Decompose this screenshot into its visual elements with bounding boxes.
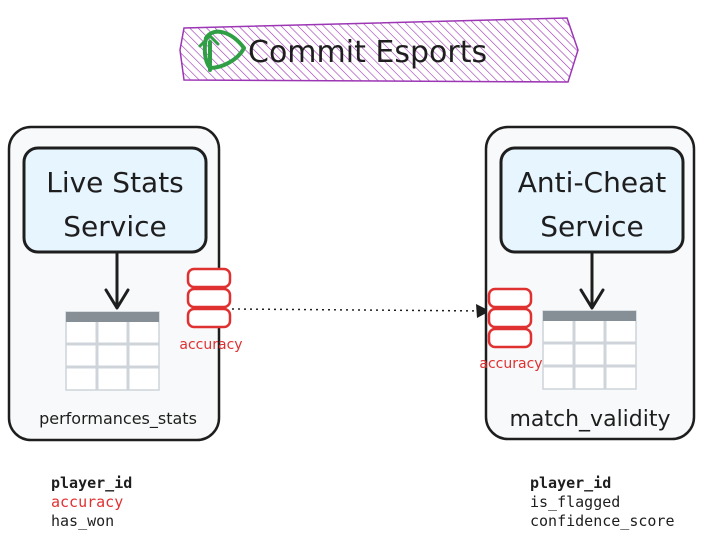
left-queue-label: accuracy (179, 337, 242, 353)
live-stats-service-box: Live Stats Service (22, 146, 208, 254)
commit-logo-icon (198, 29, 246, 72)
field-player-id: player_id (530, 474, 612, 492)
field-accuracy: accuracy (51, 493, 124, 511)
right-container: Anti-Cheat Service match_validity (484, 125, 696, 441)
page-title: Commit Esports (248, 35, 487, 70)
field-is-flagged: is_flagged (530, 493, 621, 511)
table-icon (65, 311, 160, 391)
dotted-connection-arrow (231, 304, 490, 318)
service-name-line1: Live Stats (46, 166, 184, 199)
left-queue-icon (186, 267, 232, 329)
field-has-won: has_won (51, 512, 115, 530)
right-queue-label: accuracy (479, 356, 542, 372)
left-container: Live Stats Service performances_stats (7, 125, 221, 442)
right-fields-list: player_id is_flagged confidence_score (530, 474, 675, 531)
field-confidence-score: confidence_score (530, 512, 675, 530)
arrow-down (104, 252, 130, 310)
service-name-line2: Service (63, 210, 166, 243)
table-label: performances_stats (39, 409, 197, 429)
arrow-down (579, 252, 605, 310)
field-player-id: player_id (51, 474, 133, 492)
left-fields-list: player_id accuracy has_won (51, 474, 132, 531)
service-name-line1: Anti-Cheat (518, 166, 666, 199)
title-banner: Commit Esports (179, 17, 579, 83)
right-queue-icon (487, 287, 533, 349)
anti-cheat-service-box: Anti-Cheat Service (499, 146, 685, 254)
service-name-line2: Service (540, 210, 643, 243)
table-icon (542, 310, 637, 390)
table-label: match_validity (509, 407, 670, 432)
